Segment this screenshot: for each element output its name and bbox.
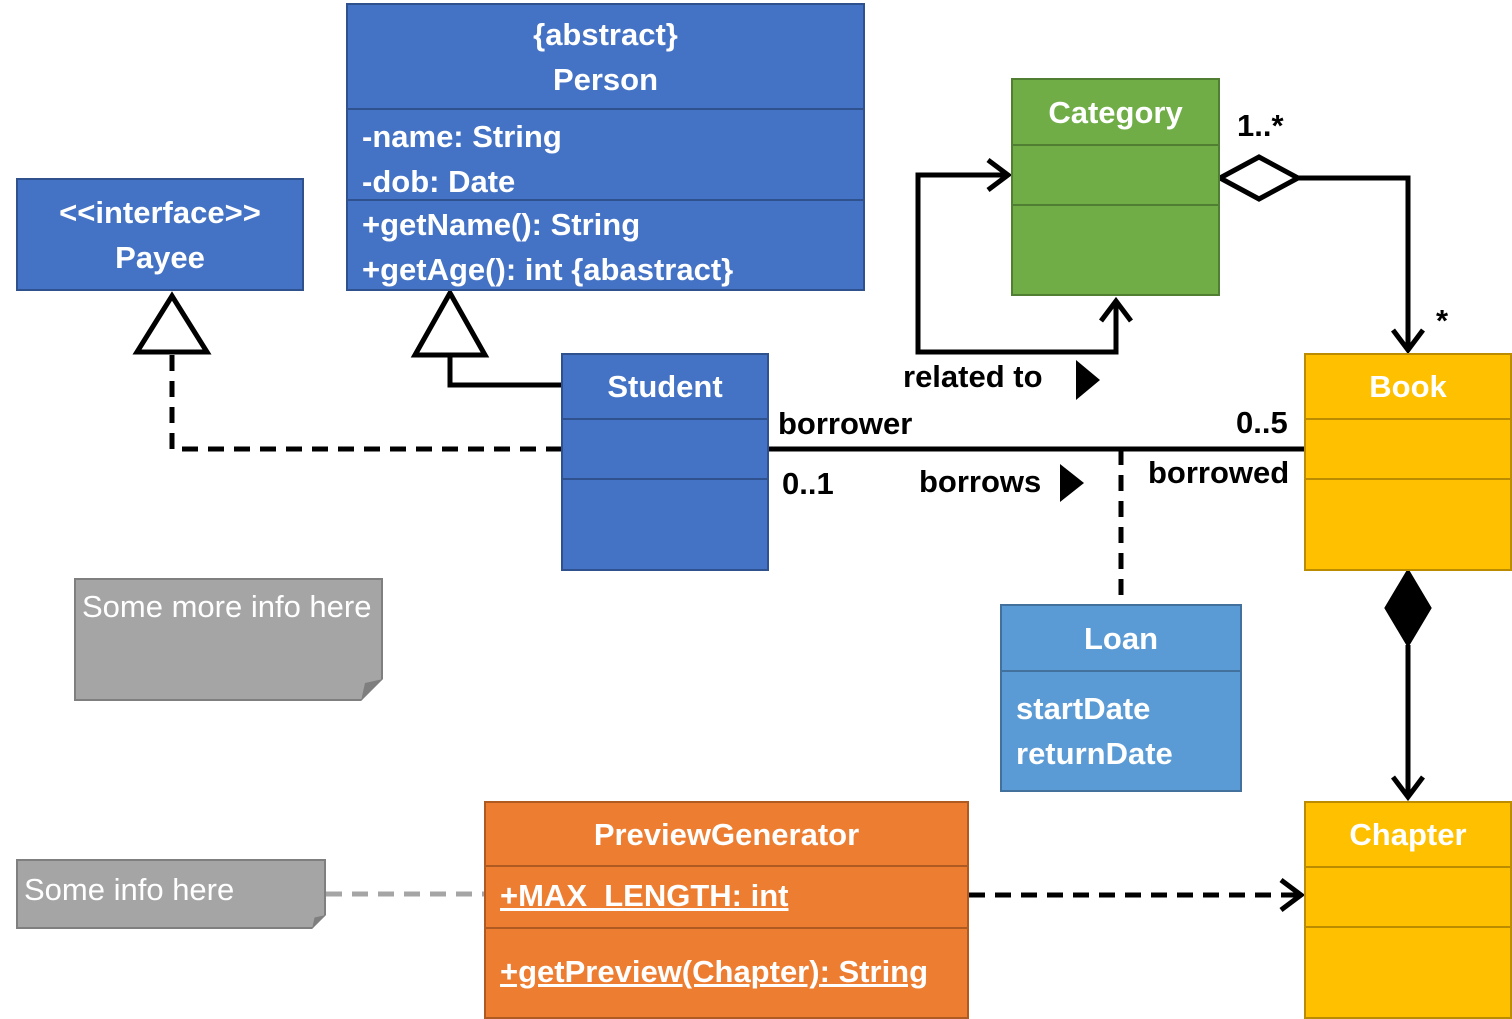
note-more-info[interactable]: Some more info here <box>74 578 383 701</box>
attributes-section: +MAX_LENGTH: int <box>486 865 967 927</box>
category-self-association <box>915 172 1119 355</box>
note-fold-icon <box>312 915 326 929</box>
open-arrow-icon <box>1391 328 1425 355</box>
class-header: Student <box>563 355 767 418</box>
note-fold-icon <box>361 679 383 701</box>
attributes-section: -name: String -dob: Date <box>348 108 863 199</box>
category-class[interactable]: Category <box>1011 78 1220 296</box>
class-name: Student <box>607 369 723 404</box>
realization-line <box>169 352 562 452</box>
multiplicity-borrower: 0..1 <box>782 466 834 501</box>
methods-section <box>1013 204 1218 294</box>
open-arrow-icon <box>986 158 1013 192</box>
static-attribute: +MAX_LENGTH: int <box>500 878 789 913</box>
book-class[interactable]: Book <box>1304 353 1512 571</box>
class-name: Book <box>1369 369 1447 404</box>
class-header: PreviewGenerator <box>486 803 967 865</box>
realization-arrowhead-icon <box>132 291 212 355</box>
class-name: PreviewGenerator <box>593 816 860 852</box>
related-to-label: related to <box>903 359 1043 394</box>
multiplicity-borrowed: 0..5 <box>1236 405 1288 440</box>
direction-triangle-icon <box>1060 464 1084 502</box>
method: +getName(): String <box>362 207 641 242</box>
multiplicity-category: 1..* <box>1237 108 1284 143</box>
methods-section: +getName(): String +getAge(): int {abast… <box>348 199 863 289</box>
loan-class[interactable]: Loan startDate returnDate <box>1000 604 1242 792</box>
attribute: startDate <box>1016 691 1151 726</box>
class-name: Loan <box>1083 620 1159 656</box>
class-header: {abstract} Person <box>348 5 863 108</box>
note-text: Some more info here <box>82 589 372 624</box>
aggregation-line <box>1298 175 1411 350</box>
class-header: Chapter <box>1306 803 1510 866</box>
direction-triangle-icon <box>1076 360 1100 400</box>
class-name: Payee <box>115 239 205 275</box>
multiplicity-book: * <box>1436 303 1449 338</box>
open-arrow-icon <box>1391 775 1425 802</box>
class-stereotype: {abstract} <box>533 16 678 52</box>
class-name: Category <box>1048 94 1183 130</box>
methods-section: +getPreview(Chapter): String <box>486 927 967 1017</box>
note-info[interactable]: Some info here <box>16 859 326 929</box>
preview-generator-class[interactable]: PreviewGenerator +MAX_LENGTH: int +getPr… <box>484 801 969 1019</box>
attribute: returnDate <box>1016 736 1173 771</box>
attributes-section <box>1306 418 1510 478</box>
class-header: Loan <box>1002 606 1240 670</box>
class-header: Category <box>1013 80 1218 144</box>
static-method: +getPreview(Chapter): String <box>500 954 929 989</box>
class-header: <<interface>> Payee <box>18 180 302 289</box>
role-borrowed: borrowed <box>1148 455 1290 490</box>
open-arrow-icon <box>1099 296 1133 323</box>
open-arrow-icon <box>1279 878 1306 912</box>
methods-section <box>563 478 767 569</box>
class-stereotype: <<interface>> <box>59 194 261 230</box>
attribute: -dob: Date <box>362 164 516 199</box>
payee-interface[interactable]: <<interface>> Payee <box>16 178 304 291</box>
class-name: Person <box>552 61 659 97</box>
person-class[interactable]: {abstract} Person -name: String -dob: Da… <box>346 3 865 291</box>
student-class[interactable]: Student <box>561 353 769 571</box>
note-text: Some info here <box>24 872 235 907</box>
generalization-line <box>447 355 562 388</box>
attributes-section <box>1306 866 1510 926</box>
chapter-class[interactable]: Chapter <box>1304 801 1512 1019</box>
methods-section <box>1306 926 1510 1017</box>
role-borrower: borrower <box>778 406 913 441</box>
method: +getAge(): int {abastract} <box>362 252 734 287</box>
attributes-section: startDate returnDate <box>1002 670 1240 790</box>
class-name: Chapter <box>1349 817 1467 852</box>
generalization-arrowhead-icon <box>410 287 490 358</box>
methods-section <box>1306 478 1510 569</box>
class-header: Book <box>1306 355 1510 418</box>
borrows-label: borrows <box>919 464 1042 499</box>
composition-diamond-icon <box>1384 568 1432 648</box>
attributes-section <box>563 418 767 478</box>
aggregation-diamond-icon <box>1214 154 1304 202</box>
attribute: -name: String <box>362 119 562 154</box>
attributes-section <box>1013 144 1218 204</box>
